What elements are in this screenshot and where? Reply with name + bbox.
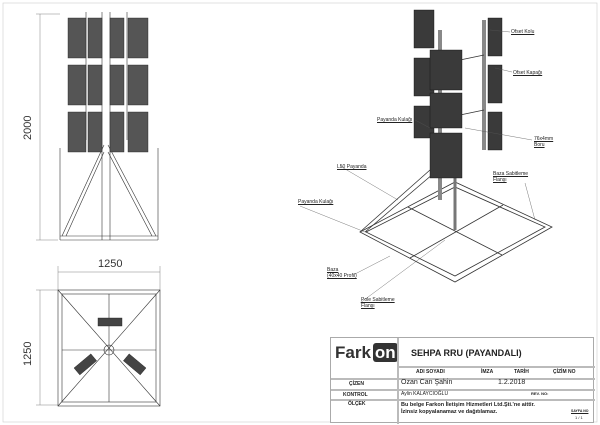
row-line-2: [331, 389, 595, 391]
boru-line2: Boru: [534, 142, 545, 148]
col-sign: İMZA: [481, 369, 494, 375]
pole-sabitleme-line1: Pole Sabitleme: [361, 297, 395, 303]
drawing-title: SEHPA RRU (PAYANDALI): [411, 348, 522, 358]
baza-sabitleme-line1: Baza Sabitleme: [493, 171, 529, 177]
dim-width-top: 1250: [22, 341, 34, 366]
col-drawing-no: ÇİZİM NO: [553, 369, 576, 375]
baza-line2: (40x40 Profil): [327, 273, 357, 279]
label-ofset-kapagi: Ofset Kapağı: [513, 70, 543, 76]
notice-line2: İzinsiz kopyalanamaz ve dağıtılamaz.: [401, 409, 498, 415]
row-scale: ÖLÇEK: [348, 401, 366, 407]
logo-badge: on: [372, 343, 398, 362]
label-ofset-kolu: Ofset Kolu: [511, 29, 535, 35]
label-payanda-kulagi-top: Payanda Kulağı: [377, 117, 413, 123]
sheet-value: 1 / 1: [575, 415, 583, 420]
dimension-lines: [36, 13, 161, 406]
pole-sabitleme-line2: Flanşı: [361, 303, 375, 309]
baza-sabitleme-line2: Flanşı: [493, 177, 507, 183]
row-check: KONTROL: [343, 392, 368, 398]
label-l50-payanda: L50 Payanda: [337, 164, 367, 170]
dim-height: 2000: [22, 115, 34, 140]
top-view: [57, 289, 161, 407]
col-name: ADI SOYADI: [416, 369, 445, 375]
boru-line1: 76x4mm: [534, 136, 554, 142]
front-view: [59, 12, 159, 241]
date: 1.2.2018: [498, 379, 526, 386]
rru-units-top: [73, 317, 147, 376]
label-payanda-kulagi-left: Payanda Kulağı: [298, 199, 334, 205]
row-drawn: ÇİZEN: [349, 381, 364, 387]
leader-lines: [299, 29, 536, 304]
rru-units-front: [67, 17, 149, 153]
rev-no: REV. NO:: [531, 391, 549, 396]
notice-line1: Bu belge Farkon İletişim Hizmetleri Ltd.…: [401, 402, 535, 408]
col-date: TARİH: [514, 369, 529, 375]
rru-units-iso: [413, 9, 503, 179]
logo-text: Fark: [335, 343, 371, 362]
header-row-line: [397, 366, 595, 368]
baza-line1: Baza: [327, 267, 339, 273]
checked-by: Aylin KALAYCIOĞLU: [401, 391, 449, 397]
drawn-by: Ozan Can Şahin: [401, 379, 453, 386]
label-baza: Baza(40x40 Profil): [327, 267, 357, 279]
row-line-3: [331, 399, 595, 401]
sheet-label: SAYFA NO: [571, 409, 589, 413]
title-divider: [397, 338, 399, 424]
row-line-1: [331, 378, 595, 380]
dim-width-front: 1250: [98, 258, 123, 270]
